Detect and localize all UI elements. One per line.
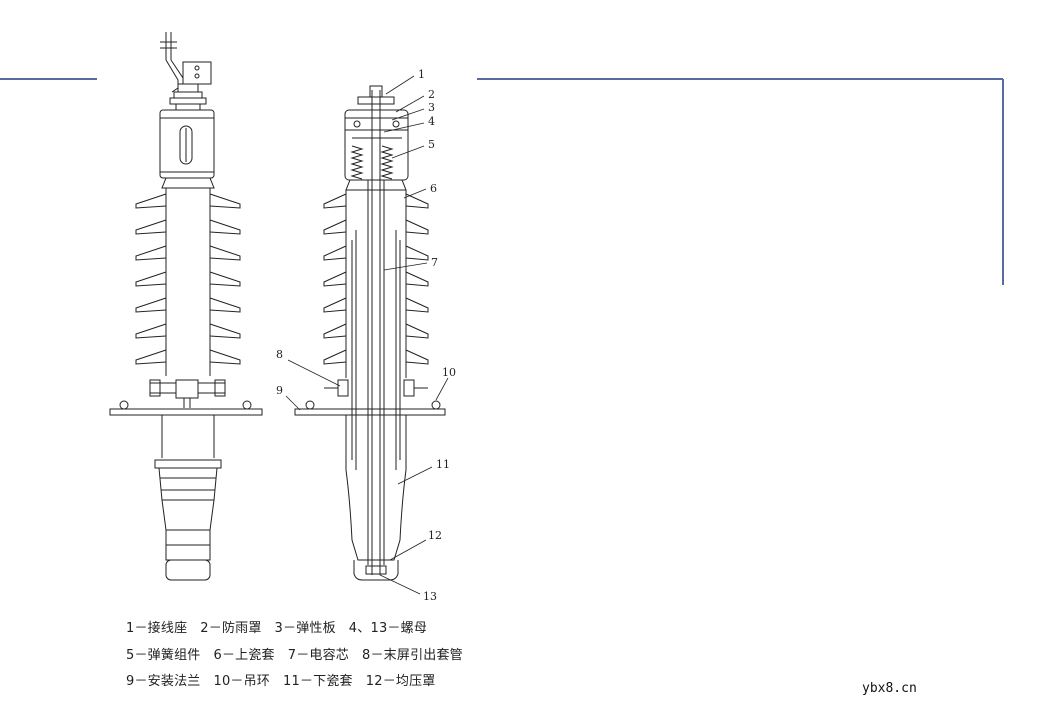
legend-line-1: 1－接线座 2－防雨罩 3－弹性板 4、13－螺母 bbox=[126, 621, 428, 636]
porcelain-shed bbox=[323, 297, 429, 313]
callout-8: 8 bbox=[276, 348, 283, 361]
callout-5: 5 bbox=[428, 138, 435, 151]
porcelain-shed bbox=[135, 219, 241, 235]
section-view bbox=[294, 85, 446, 581]
callout-12: 12 bbox=[428, 529, 442, 542]
callout-6: 6 bbox=[430, 182, 437, 195]
legend-line-2: 5－弹簧组件 6－上瓷套 7－电容芯 8－末屏引出套管 bbox=[126, 648, 463, 663]
porcelain-shed bbox=[323, 349, 429, 365]
exterior-view bbox=[109, 32, 263, 581]
porcelain-shed bbox=[323, 193, 429, 209]
porcelain-shed bbox=[135, 271, 241, 287]
porcelain-shed bbox=[135, 193, 241, 209]
porcelain-shed bbox=[323, 271, 429, 287]
porcelain-shed bbox=[135, 323, 241, 339]
porcelain-shed bbox=[135, 297, 241, 313]
leader-lines bbox=[285, 75, 449, 595]
legend-line-3: 9－安装法兰 10－吊环 11－下瓷套 12－均压罩 bbox=[126, 674, 436, 689]
callout-11: 11 bbox=[436, 458, 450, 471]
porcelain-shed bbox=[323, 219, 429, 235]
porcelain-shed bbox=[135, 349, 241, 365]
watermark: ybx8.cn bbox=[862, 681, 917, 696]
callout-2: 2 bbox=[428, 88, 435, 101]
porcelain-shed bbox=[323, 323, 429, 339]
porcelain-shed bbox=[323, 245, 429, 261]
frame-lines bbox=[0, 78, 1004, 285]
callout-13: 13 bbox=[423, 590, 437, 603]
callout-labels: 1 2 3 4 5 6 7 8 9 10 11 12 13 bbox=[276, 68, 456, 603]
callout-9: 9 bbox=[276, 384, 283, 397]
callout-4: 4 bbox=[428, 115, 435, 128]
callout-10: 10 bbox=[442, 366, 456, 379]
callout-1: 1 bbox=[418, 68, 425, 81]
callout-3: 3 bbox=[428, 101, 435, 114]
callout-7: 7 bbox=[431, 256, 438, 269]
porcelain-shed bbox=[135, 245, 241, 261]
